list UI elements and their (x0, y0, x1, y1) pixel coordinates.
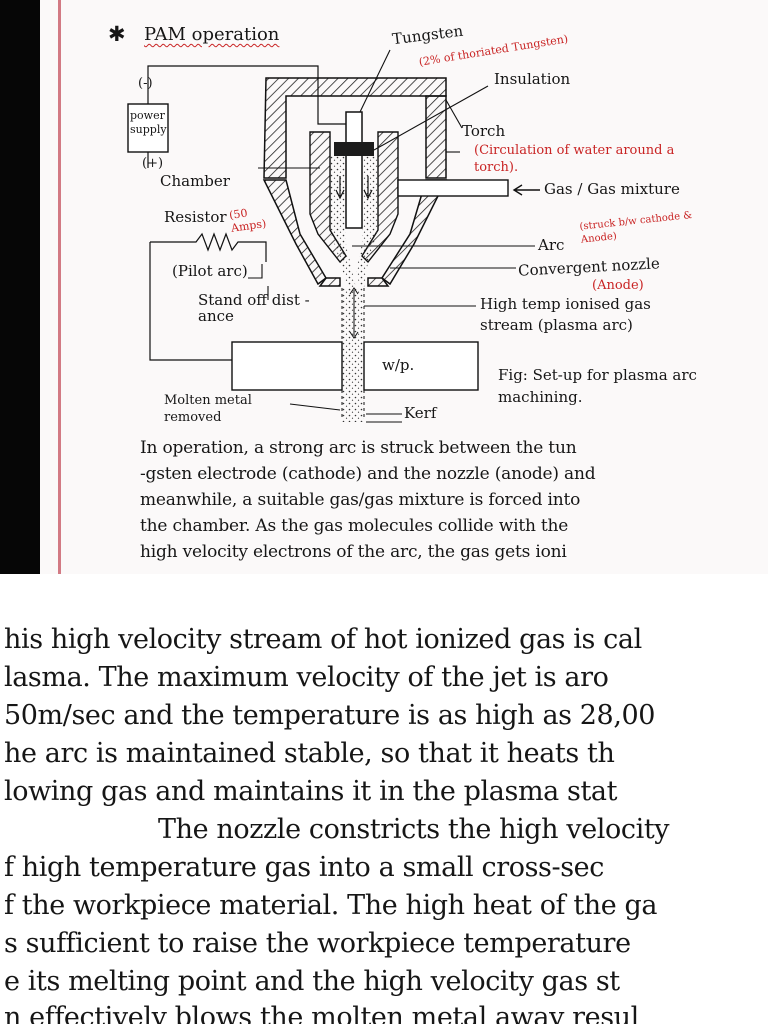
pam-setup-diagram (127, 49, 540, 423)
bottom-notebook-scan: his high velocity stream of hot ionized … (0, 596, 768, 1024)
margin-rule (58, 0, 61, 574)
text-line-7: f high temperature gas into a small cros… (4, 852, 604, 883)
page-heading: PAM operation (144, 24, 280, 45)
label-pilot-arc: (Pilot arc) (172, 262, 248, 280)
text-line-3: 50m/sec and the temperature is as high a… (4, 700, 656, 731)
label-power-supply: power supply (130, 109, 167, 136)
label-gas-mixture: Gas / Gas mixture (544, 180, 680, 198)
workpiece-block (231, 341, 343, 391)
paragraph-line-2: -gsten electrode (cathode) and the nozzl… (140, 464, 596, 484)
paragraph-line-1: In operation, a strong arc is struck bet… (140, 438, 577, 458)
text-line-6: The nozzle constricts the high velocity (158, 814, 670, 845)
scan-dark-edge (0, 0, 40, 574)
label-kerf: Kerf (404, 404, 437, 422)
label-standoff-distance: Stand off dist -ance (198, 291, 310, 325)
label-plus: (+) (142, 156, 164, 171)
text-line-5: lowing gas and maintains it in the plasm… (4, 776, 618, 807)
label-workpiece: w/p. (382, 356, 415, 374)
text-line-9: s sufficient to raise the workpiece temp… (4, 928, 631, 959)
label-plasma-stream: High temp ionised gas stream (plasma arc… (480, 295, 651, 334)
label-torch: Torch (462, 122, 506, 140)
text-line-4: he arc is maintained stable, so that it … (4, 738, 615, 769)
top-notebook-scan: ✱ PAM operation (0, 0, 697, 574)
figure-caption: Fig: Set-up for plasma arc machining. (498, 366, 697, 406)
text-line-2: lasma. The maximum velocity of the jet i… (4, 662, 609, 693)
text-line-10: e its melting point and the high velocit… (4, 966, 620, 997)
label-minus: (-) (138, 76, 153, 91)
text-line-1: his high velocity stream of hot ionized … (4, 624, 642, 655)
text-line-8: f the workpiece material. The high heat … (4, 890, 658, 921)
label-resistor: Resistor (164, 208, 227, 226)
label-insulation: Insulation (494, 70, 571, 88)
power-supply-box (127, 103, 169, 153)
note-anode: (Anode) (592, 278, 644, 293)
label-arc: Arc (538, 236, 565, 254)
insulation-block (334, 142, 374, 156)
paragraph-line-3: meanwhile, a suitable gas/gas mixture is… (140, 490, 581, 510)
paragraph-line-5: high velocity electrons of the arc, the … (140, 542, 567, 562)
paragraph-line-4: the chamber. As the gas molecules collid… (140, 516, 569, 536)
label-chamber: Chamber (160, 172, 230, 190)
note-water-circulation: (Circulation of water around a torch). (474, 143, 675, 175)
torch-body (262, 77, 448, 287)
asterisk-icon: ✱ (108, 22, 126, 46)
text-line-11: n effectively blows the molten metal awa… (4, 1002, 639, 1024)
plasma-stream (342, 288, 364, 422)
gas-inlet-pipe (397, 179, 509, 197)
tungsten-electrode (345, 111, 363, 229)
label-molten-metal: Molten metal removed (164, 393, 252, 425)
